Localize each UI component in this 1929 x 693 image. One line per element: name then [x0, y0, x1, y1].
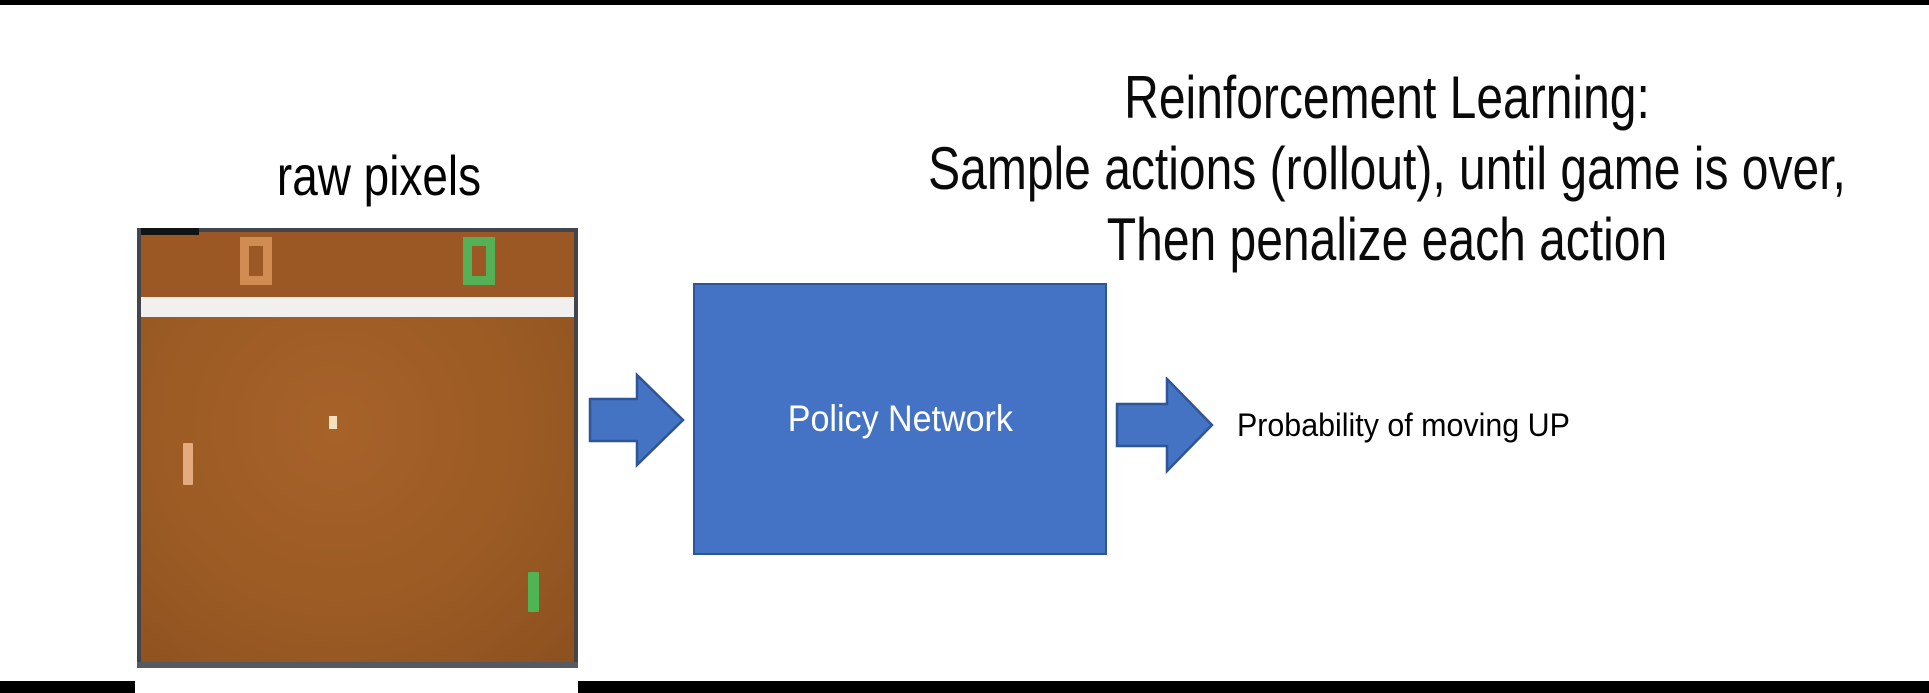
- output-probability-label: Probability of moving UP: [1237, 407, 1570, 443]
- input-arrow-icon: [588, 372, 685, 468]
- title-line-1: Reinforcement Learning:: [1124, 64, 1650, 131]
- pong-right-score-digit: [463, 237, 495, 285]
- pong-ball: [329, 416, 337, 429]
- pong-game-screenshot: [137, 228, 578, 668]
- pong-score-band: [141, 232, 574, 297]
- raw-pixels-caption: raw pixels: [277, 148, 628, 204]
- raw-pixels-caption-text: raw pixels: [276, 144, 482, 207]
- pong-left-score-digit: [240, 237, 272, 285]
- pong-bottom-border: [137, 662, 578, 668]
- title-line-2: Sample actions (rollout), until game is …: [928, 135, 1846, 202]
- pong-right-paddle: [528, 572, 539, 612]
- bottom-letterbox-bar-right: [578, 681, 1929, 693]
- top-letterbox-bar: [0, 0, 1929, 5]
- slide-title: Reinforcement Learning: Sample actions (…: [928, 62, 1929, 275]
- pong-playfield: [141, 317, 574, 664]
- policy-network-label: Policy Network: [787, 398, 1013, 439]
- policy-network-box: Policy Network: [693, 283, 1107, 555]
- pong-left-paddle: [183, 443, 193, 485]
- pong-white-stripe: [141, 297, 574, 317]
- output-arrow-icon: [1115, 377, 1214, 475]
- bottom-letterbox-bar-left: [0, 681, 135, 693]
- title-line-3: Then penalize each action: [1106, 206, 1668, 273]
- pong-corner-mark: [141, 228, 199, 235]
